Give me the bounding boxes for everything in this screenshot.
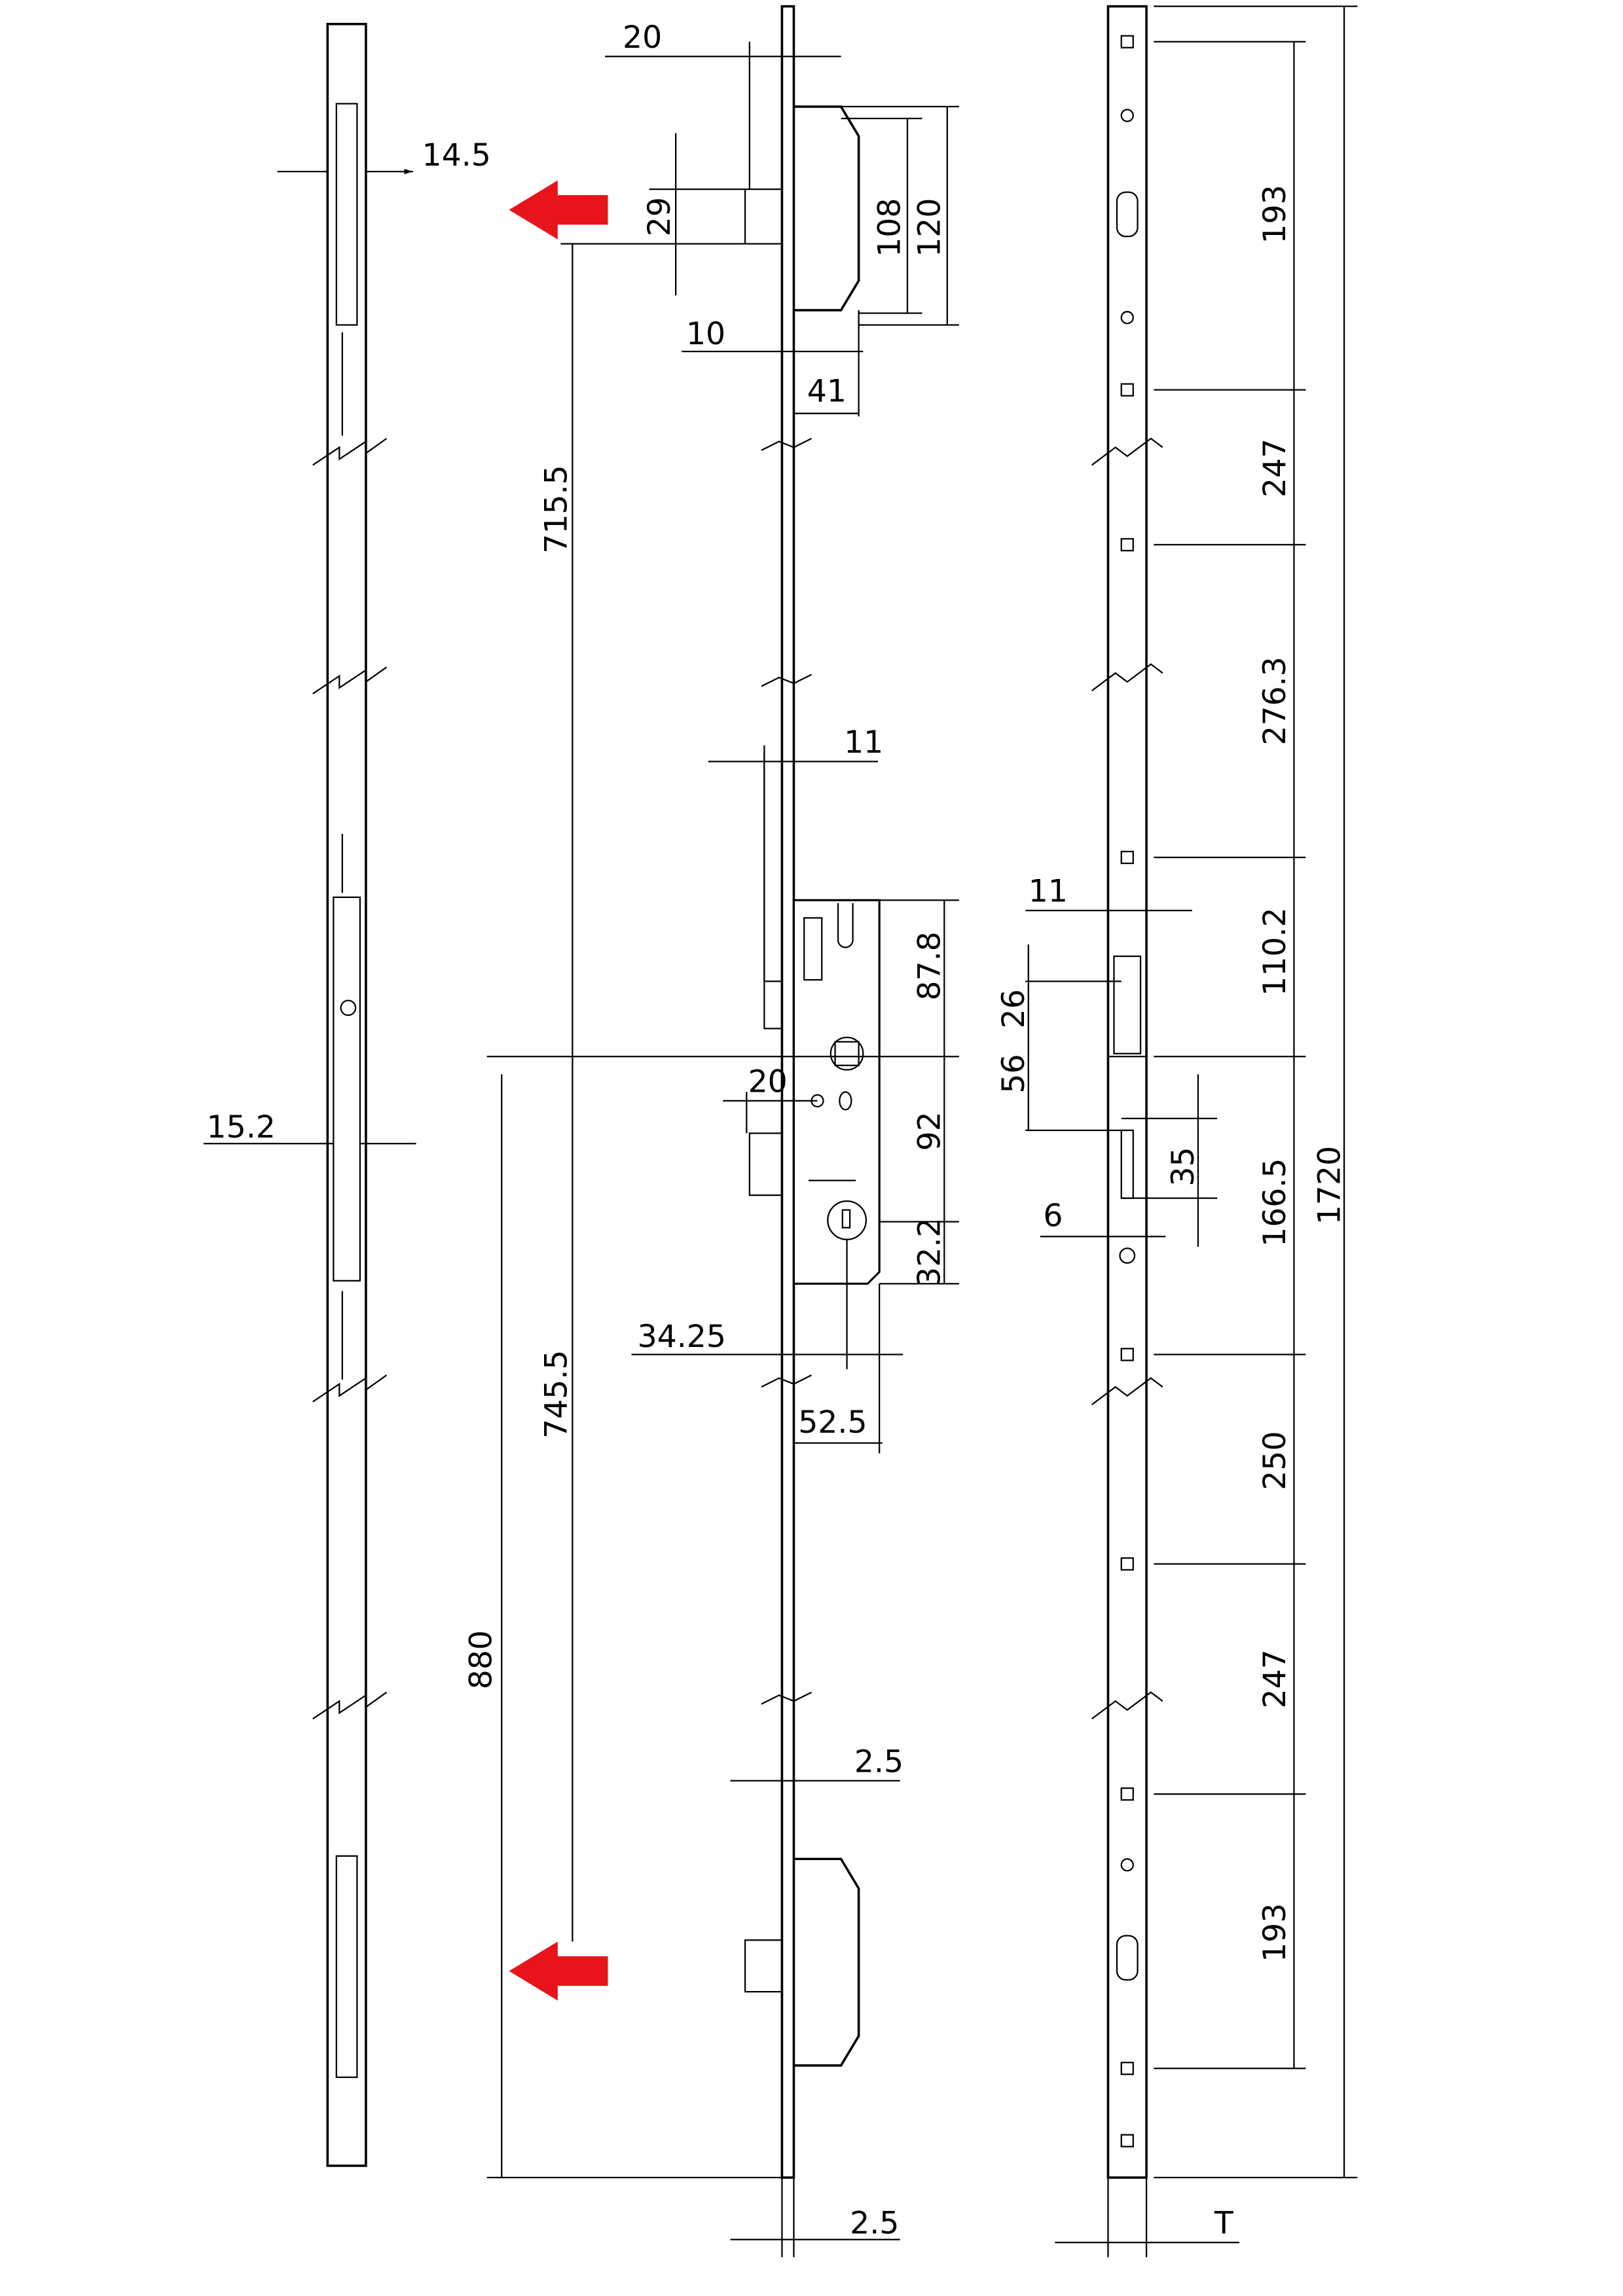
dimension-label: 11 [844,725,883,761]
dim-line [631,1239,903,1454]
dimension-label: 32.2 [912,1217,948,1286]
dimension-label: 108 [872,198,908,257]
dim-line [560,133,746,296]
upper-hook-housing [793,105,860,312]
dimension-label: 193 [1257,1903,1293,1962]
dimension-label: 35 [1165,1147,1201,1186]
faceplate-right [1106,5,1148,2179]
dimension-label: T [1214,2206,1234,2242]
break-lines [761,437,812,1705]
dimension-label: 20 [623,20,662,56]
dimension-label: 715.5 [538,465,574,553]
spindle-hole-icon [340,999,357,1016]
middle-view: 20 29 108 120 10 41 715.5 11 87.8 20 92 … [463,5,959,2257]
gearbox-case [792,899,881,1285]
lower-hook [744,1939,783,1993]
dimension-label: 110.2 [1257,907,1293,996]
dimension-label: 276.3 [1257,656,1293,745]
dim-line [879,899,959,1285]
dimension-label: 120 [912,198,948,257]
square-spindle-icon [834,1041,860,1066]
break-lines [1091,437,1163,1720]
dim-line [730,1780,900,2257]
dim-line [486,243,959,1058]
dimension-label: 250 [1257,1431,1293,1490]
spindle-ring [830,1036,864,1071]
dim-line [1293,6,1345,2178]
latch-slot [803,917,823,981]
dimension-label: 247 [1257,1649,1293,1708]
dimension-label: 56 [996,1054,1032,1093]
dimension-label: 34.25 [638,1319,726,1355]
lower-hook-housing [793,1857,860,2067]
dim-line [486,1056,782,2179]
dim-line [1055,2178,1240,2257]
dimension-label: 92 [912,1111,948,1151]
cylinder-key [841,1209,851,1229]
red-direction-arrow-lower [509,1941,608,2001]
dim-line [841,105,959,326]
dim-line [604,41,841,190]
dimension-label: 20 [748,1064,788,1100]
dimension-label: 10 [686,316,725,352]
dimension-label: 193 [1257,185,1293,243]
dimension-label: 15.2 [207,1109,276,1145]
hole [839,1091,852,1111]
case-notch [837,903,854,948]
dimension-label: 880 [463,1630,499,1689]
dimension-label: 6 [1043,1198,1063,1234]
fixing-holes [1113,35,1142,2147]
dim-line [1025,910,1218,1247]
dim-line [708,745,878,982]
dimension-label: 247 [1257,439,1293,497]
dimension-label: 166.5 [1257,1158,1293,1247]
break-lines [312,438,388,1720]
dimension-label: 2.5 [854,1744,903,1780]
dimension-label: 2.5 [850,2206,899,2242]
lower-hook-bolt [335,1855,358,2078]
latch-bolt [763,980,783,1030]
extension-lines [1154,5,1358,2179]
upper-hook-bolt [335,103,358,326]
dimension-label: 29 [642,197,678,236]
upper-hook [744,188,783,245]
dimension-label: 52.5 [798,1405,867,1441]
dimension-label: 14.5 [422,137,491,173]
dimension-label: 1720 [1311,1146,1347,1225]
dimension-label: 745.5 [538,1350,574,1439]
dimension-label: 87.8 [912,931,948,1000]
faceplate-left [326,22,367,2167]
dead-bolt [748,1132,783,1196]
dimension-label: 41 [807,374,847,410]
red-direction-arrow-upper [509,180,608,240]
dimension-label: 11 [1029,874,1068,910]
main-lock-body [333,896,361,1282]
left-view: 14.5 15.2 [204,22,491,2167]
right-view: 193 247 276.3 11 110.2 26 56 35 6 166.5 … [996,5,1358,2257]
dim-line [682,310,864,417]
dim-line [723,1092,818,1134]
dimension-label: 26 [996,989,1032,1028]
